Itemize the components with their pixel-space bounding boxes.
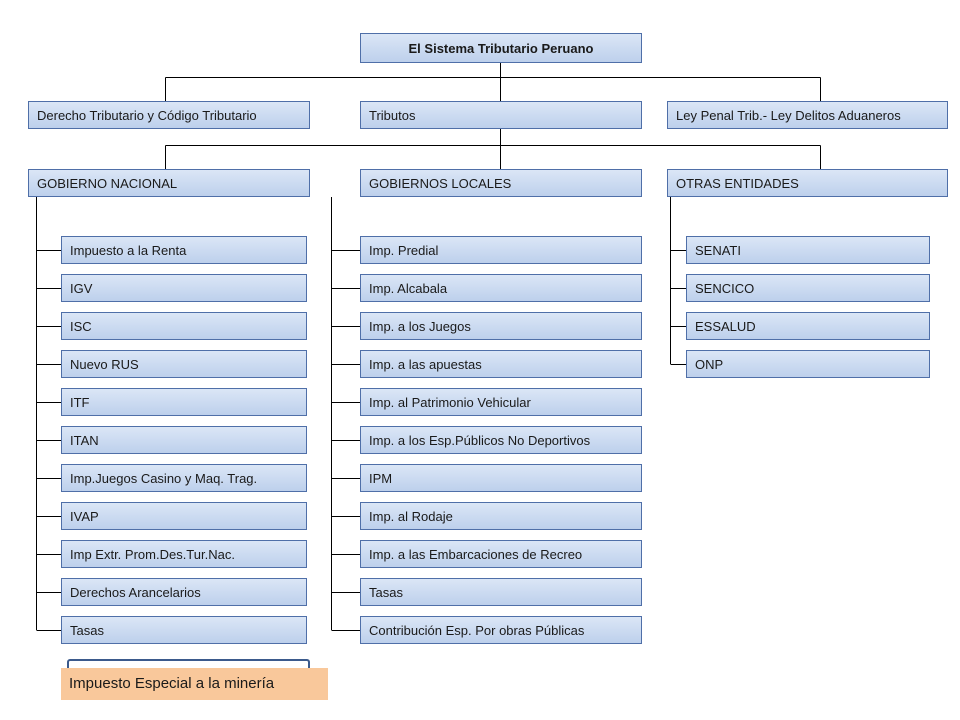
item-otras-3: ESSALUD	[686, 312, 930, 340]
root-node: El Sistema Tributario Peruano	[360, 33, 642, 63]
item-nacional-5: ITF	[61, 388, 307, 416]
item-nacional-9: Imp Extr. Prom.Des.Tur.Nac.	[61, 540, 307, 568]
item-locales-10: Tasas	[360, 578, 642, 606]
item-nacional-11: Tasas	[61, 616, 307, 644]
node-ley-penal: Ley Penal Trib.- Ley Delitos Aduaneros	[667, 101, 948, 129]
item-nacional-2: IGV	[61, 274, 307, 302]
special-frame	[67, 659, 310, 671]
item-nacional-1: Impuesto a la Renta	[61, 236, 307, 264]
item-nacional-10: Derechos Arancelarios	[61, 578, 307, 606]
group-gobierno-nacional: GOBIERNO NACIONAL	[28, 169, 310, 197]
item-locales-11: Contribución Esp. Por obras Públicas	[360, 616, 642, 644]
group-otras-entidades: OTRAS ENTIDADES	[667, 169, 948, 197]
item-nacional-3: ISC	[61, 312, 307, 340]
item-otras-4: ONP	[686, 350, 930, 378]
item-otras-2: SENCICO	[686, 274, 930, 302]
item-locales-9: Imp. a las Embarcaciones de Recreo	[360, 540, 642, 568]
item-nacional-8: IVAP	[61, 502, 307, 530]
node-tributos: Tributos	[360, 101, 642, 129]
group-gobiernos-locales: GOBIERNOS LOCALES	[360, 169, 642, 197]
item-locales-6: Imp. a los Esp.Públicos No Deportivos	[360, 426, 642, 454]
special-tax-node: Impuesto Especial a la minería	[61, 668, 328, 700]
node-derecho-tributario: Derecho Tributario y Código Tributario	[28, 101, 310, 129]
item-locales-8: Imp. al Rodaje	[360, 502, 642, 530]
item-locales-4: Imp. a las apuestas	[360, 350, 642, 378]
item-nacional-4: Nuevo RUS	[61, 350, 307, 378]
item-locales-1: Imp. Predial	[360, 236, 642, 264]
item-nacional-7: Imp.Juegos Casino y Maq. Trag.	[61, 464, 307, 492]
item-locales-7: IPM	[360, 464, 642, 492]
item-locales-3: Imp. a los Juegos	[360, 312, 642, 340]
item-locales-5: Imp. al Patrimonio Vehicular	[360, 388, 642, 416]
item-locales-2: Imp. Alcabala	[360, 274, 642, 302]
item-otras-1: SENATI	[686, 236, 930, 264]
item-nacional-6: ITAN	[61, 426, 307, 454]
